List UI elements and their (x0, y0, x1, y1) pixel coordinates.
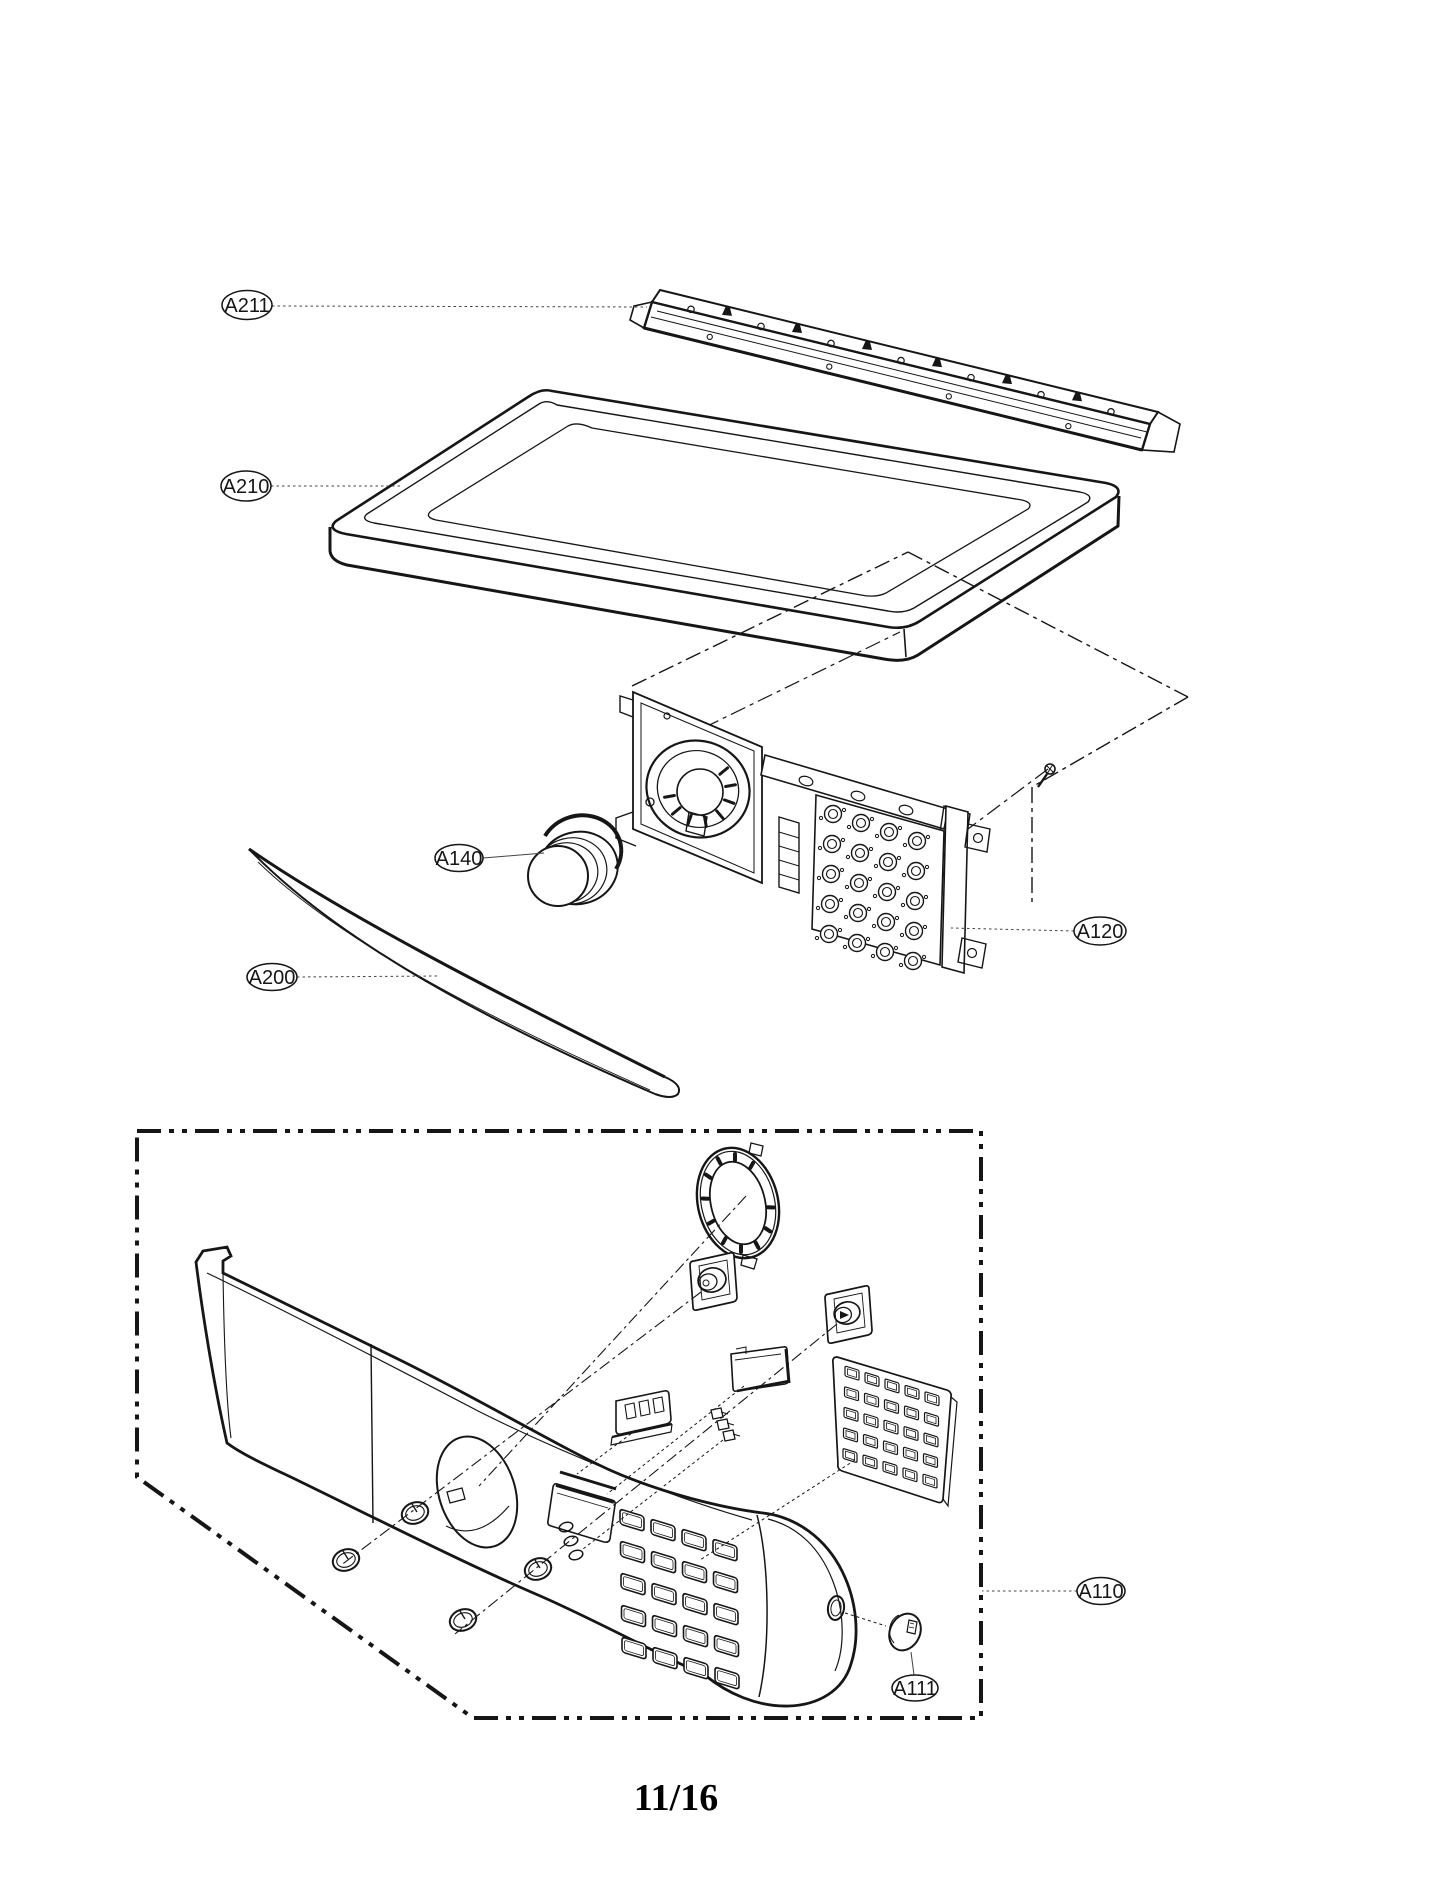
callout-text: A210 (223, 476, 270, 498)
callout-leader (271, 305, 648, 308)
mounting-clip (610, 1390, 673, 1446)
callout-leader (482, 852, 545, 859)
side-latch-hole (826, 1595, 846, 1621)
callout-A111: A111 (891, 1651, 939, 1702)
callout-A200: A200 (246, 962, 438, 992)
encoder-switch-a (689, 1251, 738, 1312)
selector-knob-part (527, 813, 624, 907)
top-panel-part (328, 388, 1121, 662)
callout-leader (910, 1651, 915, 1676)
button-pcb (811, 793, 945, 971)
callout-A211: A211 (221, 289, 648, 321)
detail-boundary-box (135, 1129, 983, 1720)
callout-text: A211 (224, 295, 269, 317)
callout-leader (950, 927, 1075, 932)
callout-ellipse (434, 843, 484, 873)
control-board-assembly-part (615, 690, 1056, 975)
assembly-axis-lines (339, 1195, 887, 1635)
phantom-outline (631, 551, 1189, 906)
control-panel-fascia (194, 1245, 858, 1708)
encoder-switch-b (824, 1284, 873, 1345)
callout-leader (296, 975, 438, 978)
knob-opening (435, 1435, 519, 1549)
callout-ellipse (1076, 1576, 1126, 1606)
top-rail-part (629, 288, 1181, 453)
rotary-encoder-mount (645, 739, 751, 839)
callout-A140: A140 (434, 843, 545, 873)
bezel-tick-slots (700, 1151, 776, 1255)
callout-text: A200 (249, 967, 296, 989)
pin-header (778, 816, 800, 894)
callout-text: A110 (1078, 1581, 1123, 1603)
rail-holes-and-clips (687, 305, 1115, 430)
fascia-keypad-openings (619, 1508, 740, 1690)
page-number: 11/16 (634, 1777, 718, 1819)
encoder-ticks (663, 766, 737, 828)
callout-text: A111 (893, 1678, 937, 1700)
callout-text: A140 (436, 848, 483, 870)
callout-ellipse (221, 289, 273, 321)
pcb-button-grid (814, 804, 931, 971)
callout-ellipse (891, 1674, 939, 1702)
display-lens (730, 1346, 791, 1393)
fascia-button-keyholes (331, 1501, 553, 1632)
screw (1037, 763, 1056, 788)
trim-plate-part (248, 847, 681, 1098)
wire-connector (710, 1407, 741, 1442)
callout-A210: A210 (220, 470, 401, 502)
end-cap-piece (888, 1612, 922, 1652)
control-panel-assembly (194, 1142, 958, 1708)
callout-A120: A120 (950, 916, 1127, 946)
keypad-button-pad (831, 1356, 958, 1508)
callout-ellipse (246, 962, 298, 992)
callout-ellipse (220, 470, 272, 502)
callout-ellipse (1073, 916, 1127, 946)
callout-text: A120 (1077, 921, 1124, 943)
side-rail-bracket (941, 804, 991, 975)
display-opening (547, 1470, 617, 1543)
keypad-buttons (842, 1365, 940, 1489)
dial-bezel-ring (695, 1142, 781, 1270)
callout-A110: A110 (982, 1576, 1126, 1606)
